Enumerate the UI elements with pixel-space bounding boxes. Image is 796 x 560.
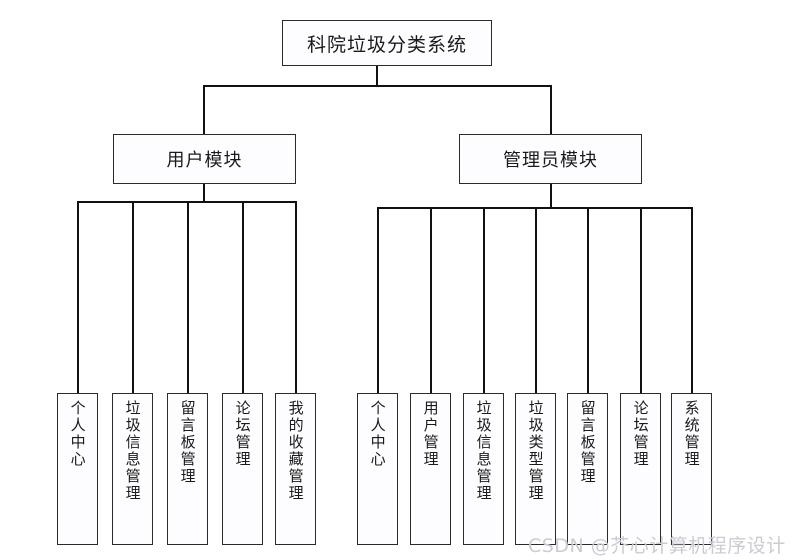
connector-to-user-module: [203, 85, 205, 135]
admin-leaf-user-management[interactable]: 用户管理: [410, 393, 451, 545]
module-node-user[interactable]: 用户模块: [113, 134, 296, 184]
connector-user-leaf-drop-1: [77, 201, 79, 394]
admin-leaf-user-management-label: 用户管理: [421, 400, 440, 468]
connector-user-leaf-drop-4: [242, 201, 244, 394]
connector-admin-leaf-drop-7: [691, 207, 693, 394]
connector-admin-leaf-drop-3: [483, 207, 485, 394]
connector-user-leaf-drop-3: [187, 201, 189, 394]
user-leaf-message-board-management-label: 留言板管理: [178, 400, 197, 485]
admin-leaf-personal-center[interactable]: 个人中心: [357, 393, 398, 545]
admin-leaf-garbage-info-management-label: 垃圾信息管理: [474, 400, 493, 502]
admin-leaf-personal-center-label: 个人中心: [368, 400, 387, 468]
user-leaf-message-board-management[interactable]: 留言板管理: [167, 393, 208, 545]
module-node-admin-label: 管理员模块: [503, 150, 598, 171]
connector-user-leaf-drop-2: [132, 201, 134, 394]
connector-admin-leaf-drop-5: [587, 207, 589, 394]
admin-leaf-garbage-type-management-label: 垃圾类型管理: [526, 400, 545, 502]
user-leaf-forum-management[interactable]: 论坛管理: [222, 393, 263, 545]
connector-level1-bus: [204, 85, 552, 87]
connector-admin-leaf-drop-1: [377, 207, 379, 394]
connector-admin-leaf-drop-6: [640, 207, 642, 394]
user-leaf-my-favorites-management-label: 我的收藏管理: [286, 400, 305, 502]
user-leaf-my-favorites-management[interactable]: 我的收藏管理: [275, 393, 316, 545]
connector-admin-leaf-drop-4: [535, 207, 537, 394]
admin-leaf-forum-management[interactable]: 论坛管理: [620, 393, 661, 545]
module-node-user-label: 用户模块: [166, 150, 243, 171]
admin-leaf-system-management[interactable]: 系统管理: [671, 393, 712, 545]
csdn-watermark: CSDN @芥心计算机程序设计: [528, 535, 786, 557]
user-leaf-personal-center[interactable]: 个人中心: [57, 393, 98, 545]
user-leaf-personal-center-label: 个人中心: [68, 400, 87, 468]
connector-user-module-stem: [203, 184, 205, 202]
admin-leaf-forum-management-label: 论坛管理: [631, 400, 650, 468]
admin-leaf-garbage-info-management[interactable]: 垃圾信息管理: [463, 393, 504, 545]
root-node-label: 科院垃圾分类系统: [306, 33, 467, 56]
admin-leaf-system-management-label: 系统管理: [682, 400, 701, 468]
admin-leaf-garbage-type-management[interactable]: 垃圾类型管理: [515, 393, 556, 545]
connector-root-stem: [376, 66, 378, 86]
root-node[interactable]: 科院垃圾分类系统: [282, 20, 492, 66]
connector-admin-leaf-drop-2: [430, 207, 432, 394]
admin-leaf-message-board-management-label: 留言板管理: [578, 400, 597, 485]
user-leaf-garbage-info-management[interactable]: 垃圾信息管理: [112, 393, 153, 545]
connector-user-leaf-drop-5: [295, 201, 297, 394]
user-leaf-forum-management-label: 论坛管理: [233, 400, 252, 468]
admin-leaf-message-board-management[interactable]: 留言板管理: [567, 393, 608, 545]
connector-admin-module-stem: [550, 184, 552, 208]
user-leaf-garbage-info-management-label: 垃圾信息管理: [123, 400, 142, 502]
connector-to-admin-module: [550, 85, 552, 135]
module-node-admin[interactable]: 管理员模块: [459, 134, 642, 184]
